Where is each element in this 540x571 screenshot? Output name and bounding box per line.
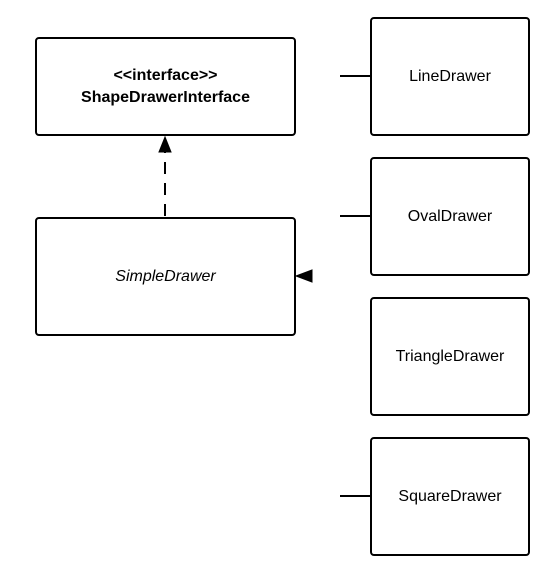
subclass-box-squaredrawer: SquareDrawer [370, 437, 530, 556]
subclass-box-linedrawer: LineDrawer [370, 17, 530, 136]
interface-name: ShapeDrawerInterface [81, 88, 250, 106]
abstract-class-box: SimpleDrawer [35, 217, 296, 336]
subclass-name: SquareDrawer [398, 487, 502, 505]
interface-box: <<interface>> ShapeDrawerInterface [35, 37, 296, 136]
subclass-box-ovaldrawer: OvalDrawer [370, 157, 530, 276]
generalization-arrowhead [294, 269, 313, 283]
subclass-name: TriangleDrawer [395, 347, 505, 365]
abstract-class-name: SimpleDrawer [115, 267, 216, 285]
interface-stereotype: <<interface>> [113, 66, 218, 84]
subclass-name: OvalDrawer [407, 207, 493, 225]
realization-arrowhead [158, 135, 172, 153]
subclass-name: LineDrawer [409, 67, 491, 85]
subclass-box-triangledrawer: TriangleDrawer [370, 297, 530, 416]
